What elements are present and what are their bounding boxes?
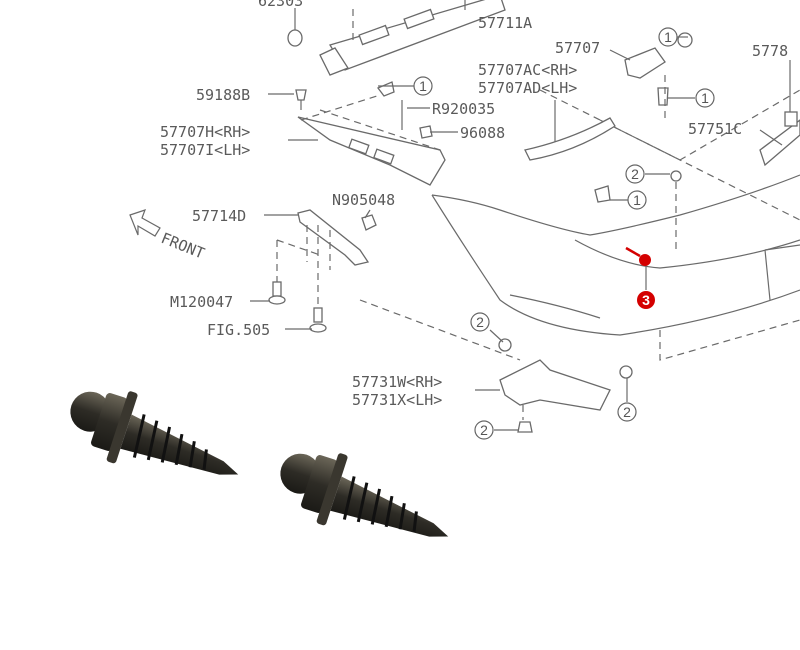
part-label-59188B: 59188B (196, 86, 250, 104)
callout-2: 2 (625, 164, 645, 184)
callout-2: 2 (470, 312, 490, 332)
svg-text:2: 2 (623, 404, 631, 420)
part-label-FIG505: FIG.505 (207, 321, 270, 339)
svg-text:2: 2 (476, 314, 484, 330)
part-label-57707AC: 57707AC<RH> (478, 61, 577, 79)
bracket-57714D (268, 209, 377, 333)
callout-1: 1 (413, 76, 433, 96)
part-label-N905048: N905048 (332, 191, 395, 209)
part-label-57751C: 57751C (688, 120, 742, 138)
beam-57711A (287, 0, 506, 76)
part-label-57707AD: 57707AD<LH> (478, 79, 577, 97)
part-label-top-cut: 62303 (258, 0, 303, 10)
part-label-57707: 57707 (555, 39, 600, 57)
part-label-57731X: 57731X<LH> (352, 391, 442, 409)
bracket-57707H (295, 81, 446, 186)
callout-1: 1 (658, 27, 678, 47)
callout-1: 1 (627, 190, 647, 210)
part-label-5778: 5778 (752, 42, 788, 60)
callout-1: 1 (695, 88, 715, 108)
part-label-57731W: 57731W<RH> (352, 373, 442, 391)
part-label-57711A: 57711A (478, 14, 532, 32)
svg-text:1: 1 (633, 192, 641, 208)
bracket-57731W (498, 338, 633, 433)
front-label: FRONT (159, 229, 208, 263)
part-label-57714D: 57714D (192, 207, 246, 225)
svg-text:2: 2 (480, 422, 488, 438)
leader-lines (250, 36, 783, 431)
svg-text:2: 2 (631, 166, 639, 182)
svg-text:1: 1 (419, 78, 427, 94)
highlighted-screw-3: 3 (625, 246, 655, 309)
part-label-57707H: 57707H<RH> (160, 123, 250, 141)
svg-text:1: 1 (701, 90, 709, 106)
part-label-96088: 96088 (460, 124, 505, 142)
bumper-cover (359, 89, 800, 361)
callout-3: 3 (642, 292, 650, 308)
screw-photo-right (280, 453, 449, 537)
callout-2: 2 (474, 420, 494, 440)
screw-photo-left (70, 391, 239, 475)
part-label-M120047: M120047 (170, 293, 233, 311)
part-label-R920035: R920035 (432, 100, 495, 118)
bracket-57707 (524, 32, 800, 250)
callout-2: 2 (617, 402, 637, 422)
svg-text:1: 1 (664, 29, 672, 45)
part-label-57707I: 57707I<LH> (160, 141, 250, 159)
